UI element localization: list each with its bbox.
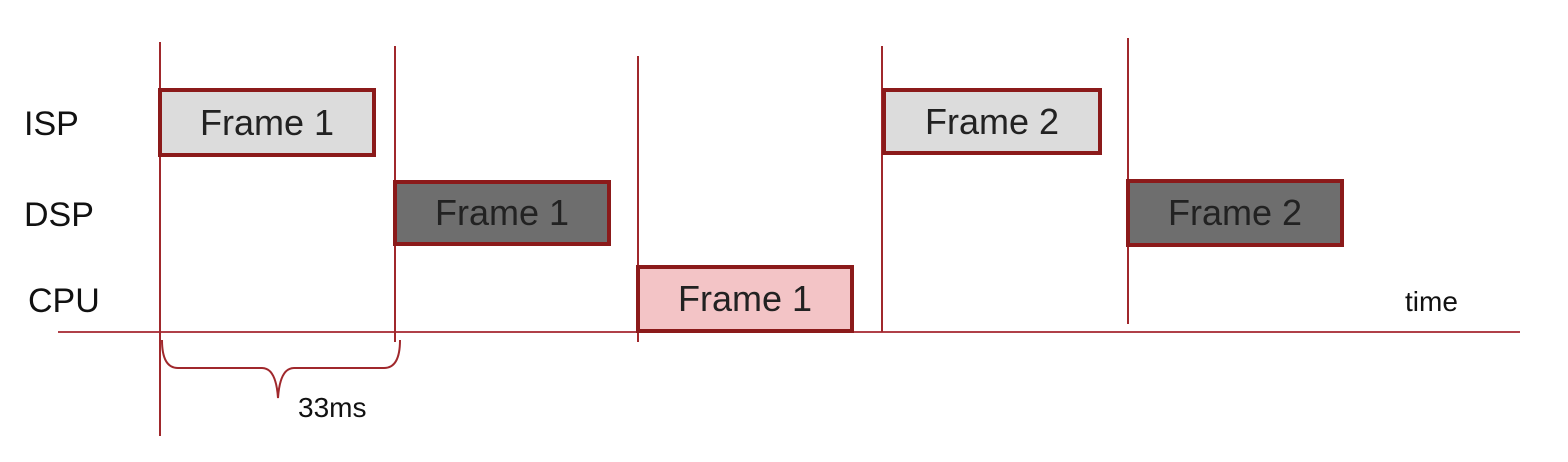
- time-axis-label: time: [1405, 286, 1458, 317]
- isp-frame-1: Frame 1: [158, 88, 376, 157]
- lane-label-isp: ISP: [24, 105, 79, 143]
- dsp-frame-2: Frame 2: [1126, 179, 1344, 247]
- interval-duration-label: 33ms: [298, 392, 367, 423]
- lane-label-cpu: CPU: [28, 282, 100, 320]
- cpu-frame-1: Frame 1: [636, 265, 854, 333]
- interval-brace: [161, 339, 401, 399]
- lane-label-dsp: DSP: [24, 196, 94, 234]
- isp-frame-2: Frame 2: [882, 88, 1102, 155]
- dsp-frame-1: Frame 1: [393, 180, 611, 246]
